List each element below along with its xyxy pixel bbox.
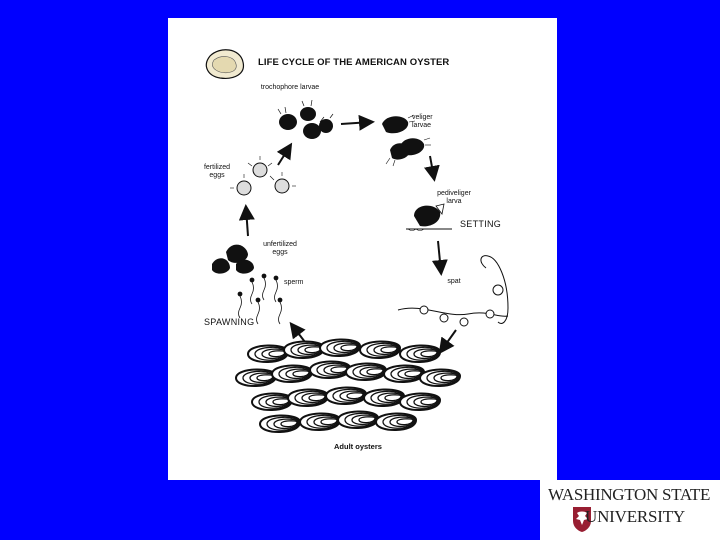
arrow-trochophore-to-veliger	[340, 114, 375, 131]
adult-oyster-shell	[373, 344, 399, 356]
label-sperm: sperm	[284, 279, 304, 286]
label-veliger-larvae: veliger larvae	[412, 114, 433, 129]
veliger-larvae-icon	[382, 114, 431, 167]
adult-oyster-shell	[440, 374, 458, 382]
trochophore-larvae-icon	[277, 99, 334, 139]
adult-oyster-shell	[358, 416, 376, 424]
adult-oyster-shell	[413, 348, 439, 360]
adult-oyster-shell	[366, 342, 400, 357]
adult-oyster-shell	[384, 394, 402, 402]
adult-oyster-shell	[390, 366, 424, 381]
adult-oyster-shell	[396, 418, 414, 426]
adult-oyster-shell	[382, 414, 416, 429]
label-unfertilized-eggs: unfertilized eggs	[263, 241, 297, 256]
adult-oyster-shell	[426, 370, 460, 385]
adult-oyster-shell	[377, 392, 403, 404]
adult-oyster-shell	[273, 418, 299, 430]
stage-label-setting: SETTING	[460, 219, 502, 229]
adult-oyster-shell	[420, 398, 438, 406]
diagram-panel: LIFE CYCLE OF THE AMERICAN OYSTER trocho…	[168, 18, 557, 480]
adult-oyster-shell	[380, 346, 398, 354]
stage-label-spawning: SPAWNING	[204, 317, 255, 327]
adult-oyster-shell	[420, 350, 438, 358]
logo-line-1: WASHINGTON STATE	[548, 485, 711, 504]
oyster-life-cycle-diagram	[205, 49, 509, 433]
arrow-setting-to-spat	[431, 240, 448, 276]
adult-oyster-shell	[326, 340, 360, 355]
adult-oyster-shell	[433, 372, 459, 384]
label-pediveliger-larva: pediveliger larva	[437, 190, 471, 205]
label-adult-oysters: Adult oysters	[334, 442, 382, 451]
adult-oyster-shell	[413, 396, 439, 408]
adult-oyster-shell	[359, 366, 385, 378]
adult-oyster-shell	[404, 370, 422, 378]
label-spat: spat	[447, 278, 461, 285]
cougar-head-icon	[573, 507, 591, 532]
fertilized-eggs-icon	[230, 156, 296, 196]
adult-oyster-shell	[333, 342, 359, 354]
oyster-shell-icon	[205, 49, 245, 79]
adult-oyster-shell	[366, 368, 384, 376]
adult-oyster-shell	[339, 390, 365, 402]
label-trochophore-larvae: trochophore larvae	[260, 84, 320, 91]
logo-line-2: UNIVERSITY	[585, 507, 685, 526]
adult-oyster-shell	[340, 344, 358, 352]
adult-oyster-shell	[351, 414, 377, 426]
arrow-veliger-to-pediveliger	[423, 155, 440, 182]
adult-oyster-shell	[280, 420, 298, 428]
university-logo: WASHINGTON STATE UNIVERSITY	[540, 480, 720, 540]
adult-oyster-shell	[370, 390, 404, 405]
spat-icon	[397, 255, 509, 327]
adult-oyster-shell	[406, 394, 440, 409]
arrow-fertilized-to-trochophore	[276, 142, 293, 166]
diagram-title: LIFE CYCLE OF THE AMERICAN OYSTER	[258, 57, 450, 68]
label-fertilized-eggs: fertilized eggs	[203, 164, 231, 179]
pediveliger-larva-icon	[406, 203, 452, 231]
unfertilized-eggs-icon	[212, 244, 254, 274]
adult-oyster-shell	[397, 368, 423, 380]
adult-oyster-shell	[389, 416, 415, 428]
arrow-spat-to-adults	[438, 329, 457, 355]
adult-oyster-shell	[346, 392, 364, 400]
adult-oyster-shell	[406, 346, 440, 361]
sperm-icon	[237, 273, 283, 325]
adult-oysters-icon	[234, 338, 462, 433]
adult-oyster-shell	[292, 370, 310, 378]
arrow-unfertilized-to-fertilized	[238, 204, 255, 237]
